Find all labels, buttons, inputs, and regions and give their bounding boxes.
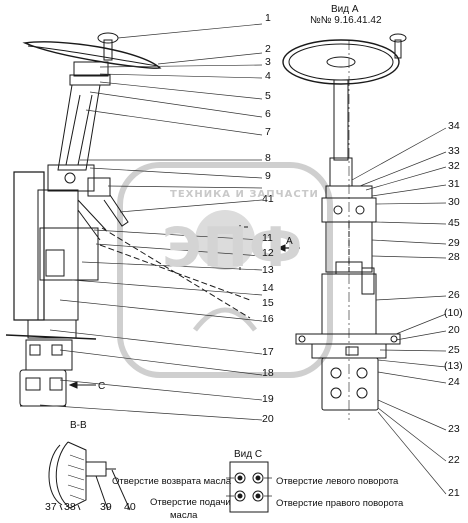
callout-right-29: 29 — [448, 237, 460, 249]
view-a-title: Вид А — [331, 4, 359, 15]
callout-bottom-39: 39 — [100, 501, 112, 513]
callout-right-24: 24 — [448, 376, 460, 388]
right-callout-leaders — [351, 127, 447, 495]
arrow-a-letter: А — [286, 236, 293, 247]
callout-right-34: 34 — [448, 120, 460, 132]
callout-left-17: 17 — [262, 346, 274, 358]
watermark-main-text: ЭПФ — [162, 216, 304, 279]
view-c-drawing — [226, 461, 272, 513]
caption-return-oil: Отверстие возврата масла — [112, 476, 232, 487]
callout-left-14: 14 — [262, 282, 274, 294]
callout-left-13: 13 — [262, 264, 274, 276]
callout-right-21: 21 — [448, 487, 460, 499]
callout-right-13: (13) — [444, 360, 463, 372]
callout-left-2: 2 — [265, 43, 271, 55]
callout-bottom-40: 40 — [124, 501, 136, 513]
callout-right-32: 32 — [448, 160, 460, 172]
view-c-title: Вид С — [234, 449, 263, 460]
callout-left-7: 7 — [265, 126, 271, 138]
callout-left-4: 4 — [265, 70, 271, 82]
callout-right-20: 20 — [448, 324, 460, 336]
callout-bottom-38: 38 — [64, 501, 76, 513]
callout-left-8: 8 — [265, 152, 271, 164]
callout-left-3: 3 — [265, 56, 271, 68]
callout-left-6: 6 — [265, 108, 271, 120]
section-bb-title: В-В — [70, 420, 87, 431]
callout-right-26: 26 — [448, 289, 460, 301]
caption-supply-oil-line2: масла — [170, 510, 198, 521]
callout-right-23: 23 — [448, 423, 460, 435]
callout-right-25: 25 — [448, 344, 460, 356]
arrow-c-letter: С — [98, 381, 106, 392]
callout-right-10: (10) — [444, 307, 463, 319]
section-bb-drawing — [48, 441, 131, 511]
callout-left-11: 11 — [262, 232, 273, 244]
callout-right-31: 31 — [448, 178, 460, 190]
callout-left-18: 18 — [262, 367, 274, 379]
callout-left-15: 15 — [262, 297, 274, 309]
left-steering-column — [5, 32, 300, 407]
callout-left-1: 1 — [265, 12, 271, 24]
callout-left-12: 12 — [262, 247, 274, 259]
callout-left-9: 9 — [265, 170, 271, 182]
callout-right-30: 30 — [448, 196, 460, 208]
callout-right-45: 45 — [448, 217, 460, 229]
view-a-drawing — [282, 33, 407, 420]
callout-left-41: 41 — [262, 193, 274, 205]
caption-left-turn: Отверстие левого поворота — [276, 476, 399, 487]
left-callout-leaders — [39, 23, 263, 421]
caption-supply-oil-line1: Отверстие подачи — [150, 497, 231, 508]
callout-right-33: 33 — [448, 145, 460, 157]
callout-left-19: 19 — [262, 393, 274, 405]
watermark-top-text: ТЕХНИКА И ЗАПЧАСТИ — [170, 189, 319, 200]
callout-left-5: 5 — [265, 90, 271, 102]
view-a-subtitle: №№ 9.16.41.42 — [310, 15, 382, 26]
callout-bottom-37: 37 — [45, 501, 57, 513]
callout-right-22: 22 — [448, 454, 460, 466]
callout-left-16: 16 — [262, 313, 274, 325]
callout-left-20: 20 — [262, 413, 274, 425]
caption-right-turn: Отверстие правого поворота — [276, 498, 404, 509]
callout-right-28: 28 — [448, 251, 460, 263]
